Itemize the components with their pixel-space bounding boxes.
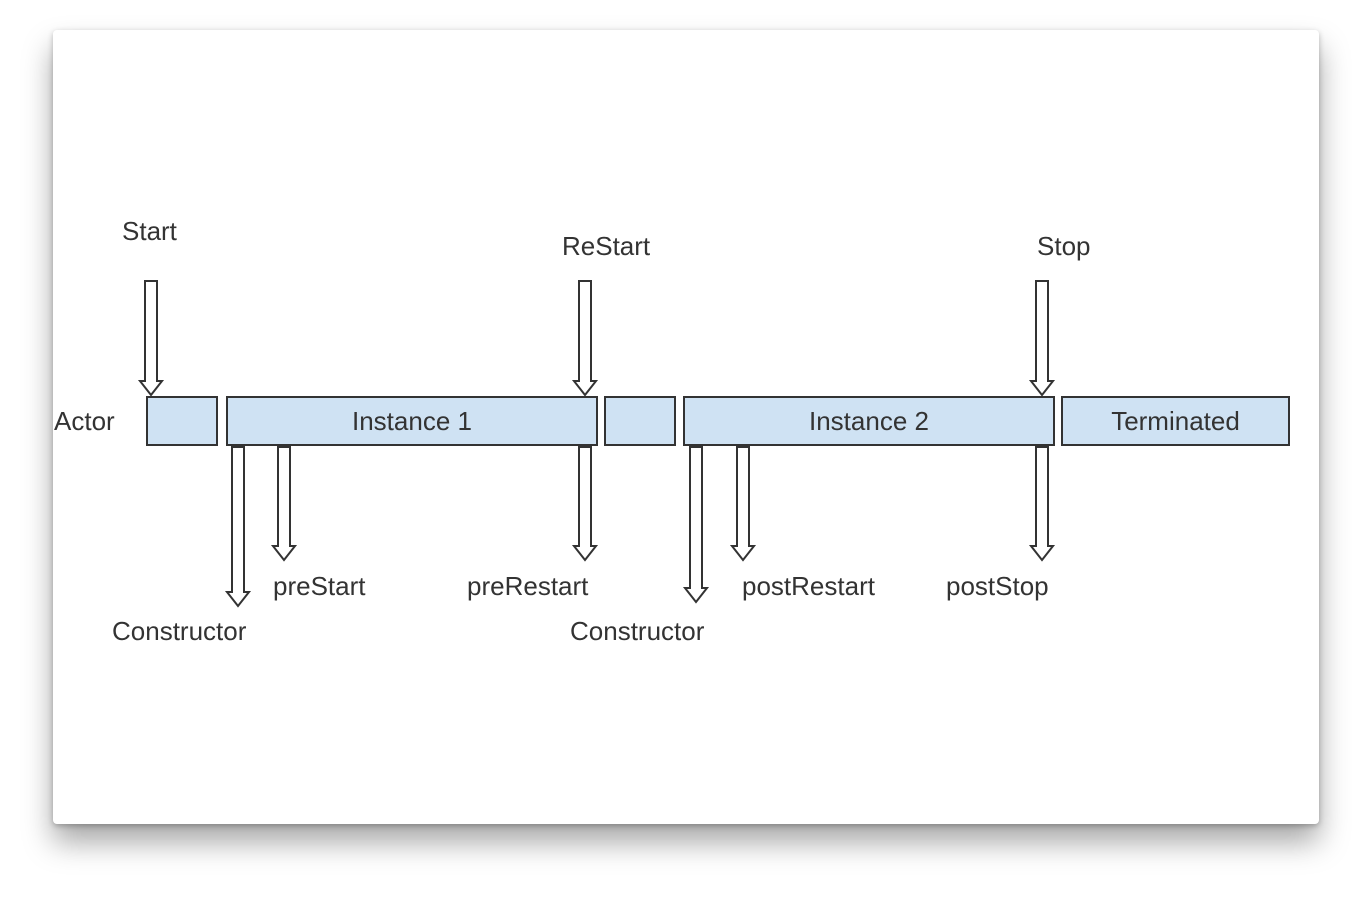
postrestart-label: postRestart	[742, 571, 875, 601]
event-restart-label: ReStart	[562, 231, 651, 261]
instance-1-box: Instance 1	[226, 396, 598, 446]
constructor-2-label: Constructor	[570, 616, 705, 646]
prestart-label: preStart	[273, 571, 366, 601]
terminated-label: Terminated	[1111, 405, 1240, 436]
terminated-box: Terminated	[1061, 396, 1290, 446]
instance-2-label: Instance 2	[809, 405, 929, 436]
event-start-label: Start	[122, 216, 177, 246]
prerestart-label: preRestart	[467, 571, 589, 601]
constructor-1-label: Constructor	[112, 616, 247, 646]
actor-row-label: Actor	[54, 406, 115, 436]
event-stop-label: Stop	[1037, 231, 1091, 261]
poststop-label: postStop	[946, 571, 1049, 601]
instance-1-label: Instance 1	[352, 405, 472, 436]
actor-initial-box	[146, 396, 218, 446]
restart-gap-box	[604, 396, 676, 446]
instance-2-box: Instance 2	[683, 396, 1055, 446]
